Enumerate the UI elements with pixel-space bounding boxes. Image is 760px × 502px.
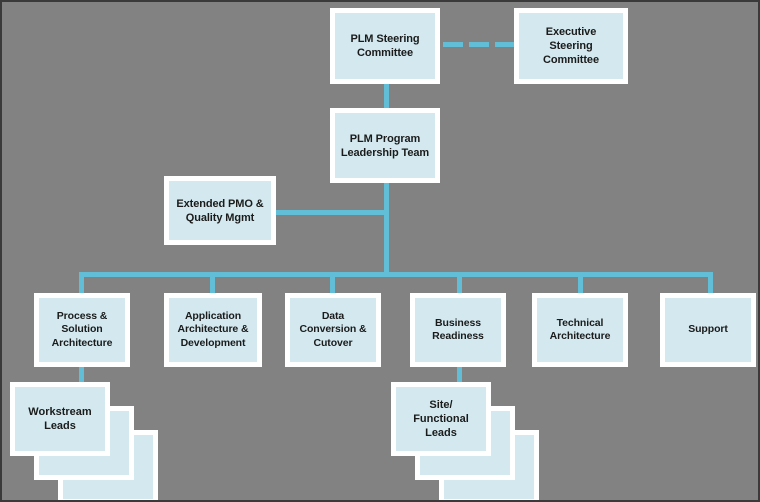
node-extended-pmo-quality-mgmt[interactable]: Extended PMO & Quality Mgmt (164, 176, 276, 245)
node-plm-steering-committee[interactable]: PLM Steering Committee (330, 8, 440, 84)
connector-steering-to-executive (443, 42, 515, 47)
node-executive-steering-committee[interactable]: Executive Steering Committee (514, 8, 628, 84)
node-data-conversion-cutover[interactable]: Data Conversion & Cutover (285, 293, 381, 367)
connector-process-to-workstream-leads (79, 364, 84, 386)
node-business-readiness[interactable]: Business Readiness (410, 293, 506, 367)
connector-steering-to-leadership (384, 82, 389, 109)
stack-workstream-leads: Workstream Leads (10, 382, 160, 500)
node-support[interactable]: Support (660, 293, 756, 367)
stack-site-functional-leads: Site/ Functional Leads (391, 382, 541, 500)
connector-business-readiness-to-site-leads (457, 364, 462, 386)
node-process-solution-architecture[interactable]: Process & Solution Architecture (34, 293, 130, 367)
node-application-architecture-development[interactable]: Application Architecture & Development (164, 293, 262, 367)
connector-bus-to-support (708, 272, 713, 296)
node-plm-program-leadership-team[interactable]: PLM Program Leadership Team (330, 108, 440, 183)
connector-bus-to-business-readiness (457, 272, 462, 296)
connector-bus-to-technical-architecture (578, 272, 583, 296)
site-functional-leads-card-front[interactable]: Site/ Functional Leads (391, 382, 491, 456)
connector-leadership-trunk (384, 182, 389, 274)
workstream-leads-card-front[interactable]: Workstream Leads (10, 382, 110, 456)
connector-workstream-bus (79, 272, 713, 277)
node-technical-architecture[interactable]: Technical Architecture (532, 293, 628, 367)
connector-bus-to-process (79, 272, 84, 296)
connector-bus-to-application (210, 272, 215, 296)
connector-bus-to-data-conversion (330, 272, 335, 296)
connector-pmo-to-trunk (276, 210, 387, 215)
